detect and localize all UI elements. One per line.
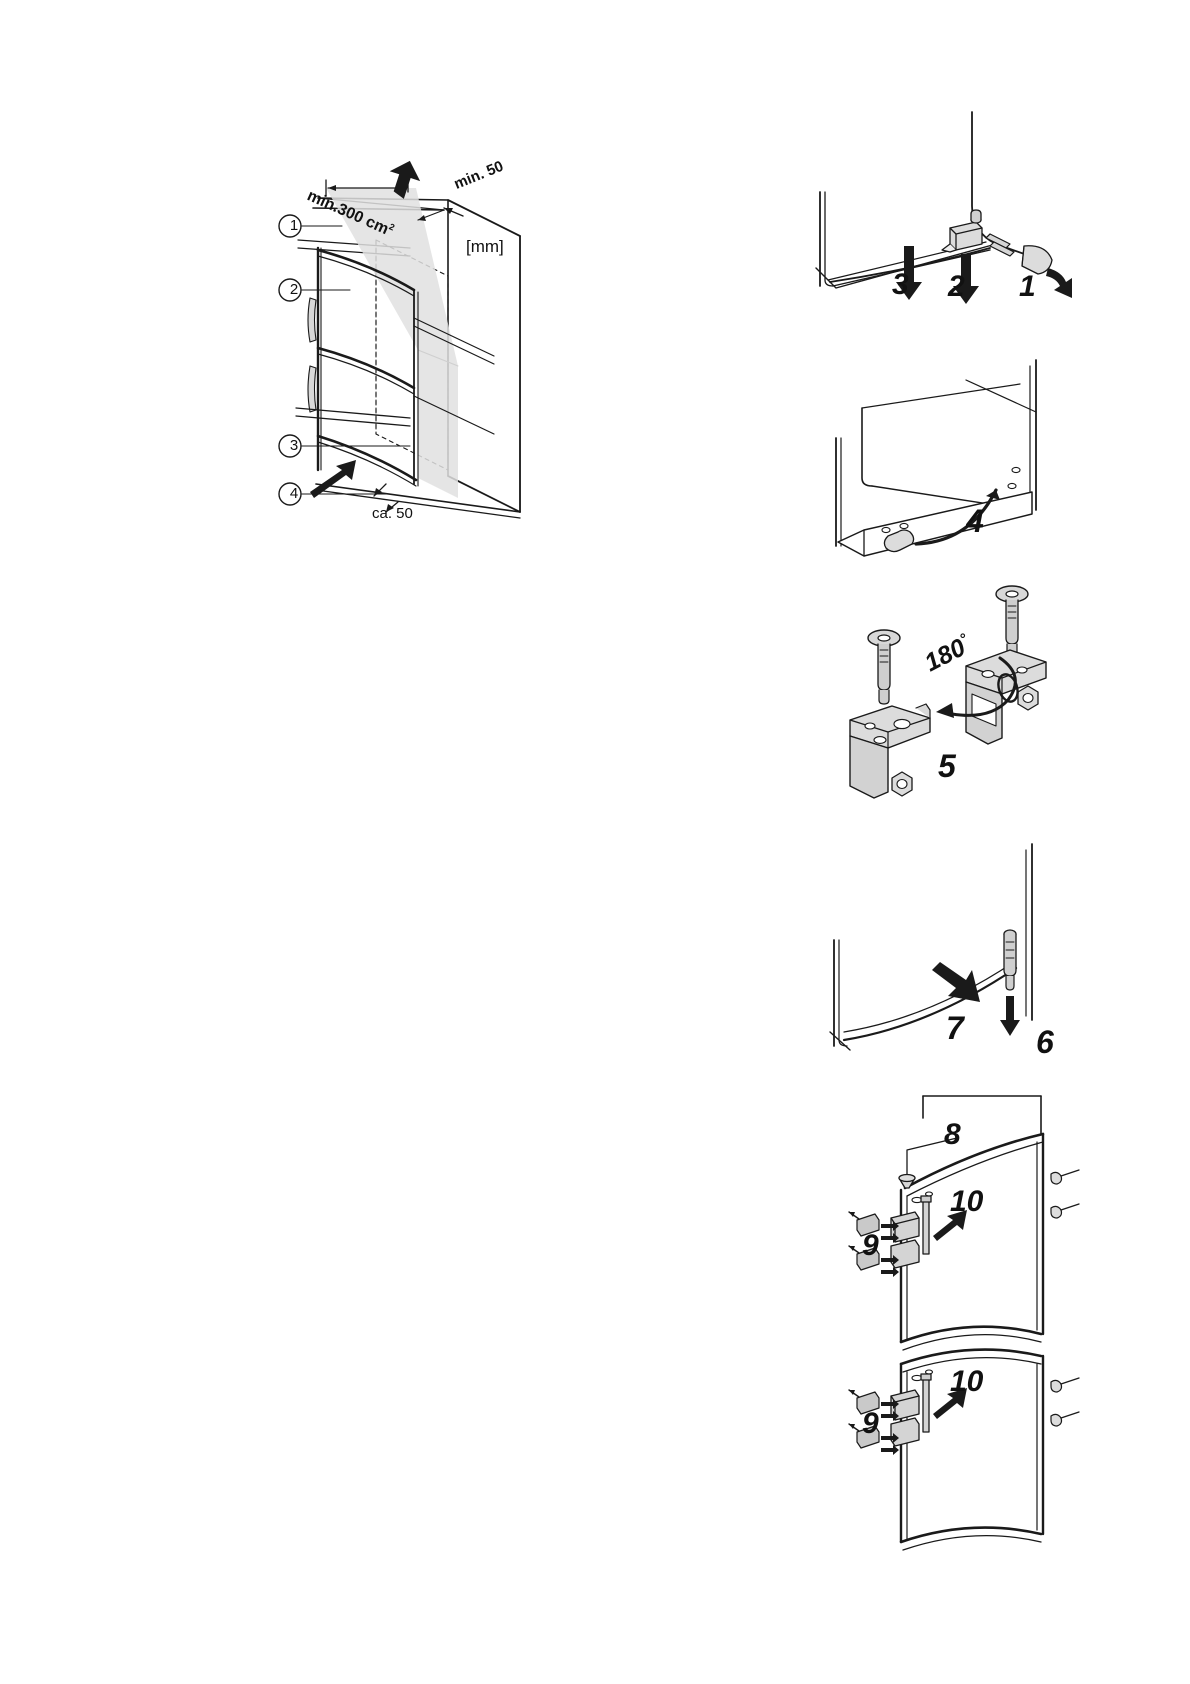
callout-4: 4 (289, 485, 299, 502)
step-number-2: 2 (948, 270, 965, 303)
door-figure (845, 1090, 1095, 1570)
step-number-9-lower: 9 (862, 1407, 879, 1440)
top-pin-figure (820, 840, 1080, 1060)
plinth-figure (800, 110, 1080, 310)
step-number-6: 6 (1036, 1024, 1054, 1060)
step-number-3: 3 (892, 268, 909, 301)
step-number-10-lower: 10 (950, 1365, 984, 1398)
unit-label: [mm] (466, 237, 504, 256)
bracket-figure (840, 580, 1080, 840)
callout-1: 1 (289, 217, 299, 234)
front-gap-dimension-label: ca. 50 (372, 505, 413, 522)
callout-2: 2 (289, 281, 299, 298)
pin-figure (820, 359, 1080, 560)
step-number-7: 7 (946, 1010, 964, 1046)
installation-figure (258, 140, 558, 540)
step-number-5: 5 (938, 748, 956, 784)
callout-3: 3 (289, 437, 299, 454)
step-number-1: 1 (1019, 270, 1036, 303)
step-number-9-upper: 9 (862, 1229, 879, 1262)
step-number-10-upper: 10 (950, 1185, 984, 1218)
step-number-4: 4 (966, 503, 984, 539)
step-number-8: 8 (944, 1118, 961, 1151)
